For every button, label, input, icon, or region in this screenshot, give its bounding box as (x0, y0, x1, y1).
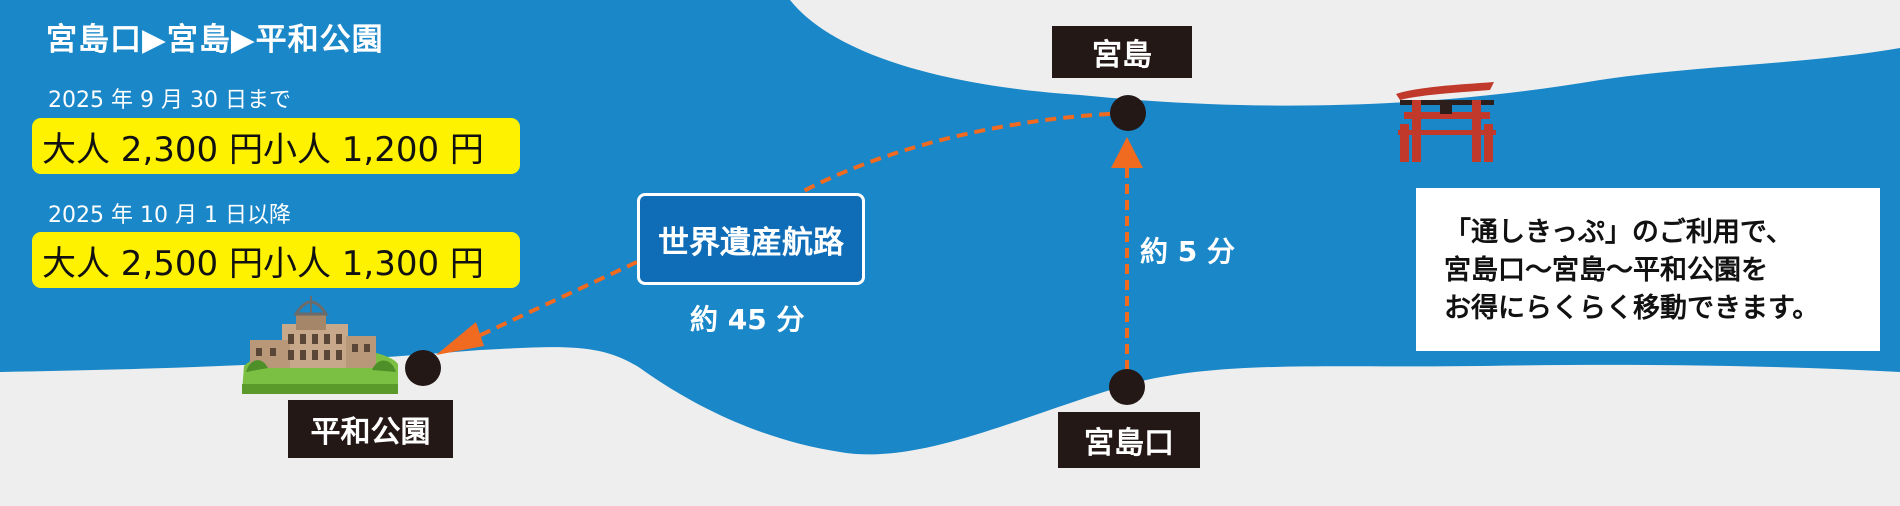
adult-fare-1: 大人 2,300 円 (42, 129, 263, 170)
child-fare-2: 小人 1,300 円 (262, 243, 484, 284)
miyajimaguchi-station-dot-icon (1109, 369, 1145, 405)
info-line-3: お得にらくらく移動できます。 (1444, 293, 1820, 324)
world-heritage-route-sign: 世界遺産航路 (637, 193, 865, 285)
peace-park-station-dot-icon (405, 350, 441, 386)
info-box: 「通しきっぷ」のご利用で、 宮島口〜宮島〜平和公園を お得にらくらく移動できます… (1416, 188, 1880, 351)
route-title: 宮島口▶宮島▶平和公園 (46, 22, 384, 58)
fare-box-2: 大人 2,500 円 小人 1,300 円 (32, 232, 520, 288)
info-line-2: 宮島口〜宮島〜平和公園を (1444, 255, 1768, 286)
arrow-head-icon (1111, 137, 1143, 168)
atomic-bomb-dome-icon (242, 296, 398, 394)
jr-ferry-duration: 約 5 分 (1140, 235, 1235, 268)
info-line-1: 「通しきっぷ」のご利用で、 (1444, 217, 1793, 248)
arrow-head-icon (436, 322, 484, 355)
adult-fare-2: 大人 2,500 円 (42, 243, 263, 284)
miyajima-label: 宮島 (1052, 26, 1192, 78)
child-fare-1: 小人 1,200 円 (262, 129, 484, 170)
ferry-route-line (799, 111, 1129, 195)
fare-box-1: 大人 2,300 円 小人 1,200 円 (32, 118, 520, 174)
miyajimaguchi-label: 宮島口 (1058, 412, 1200, 468)
fare-period-2: 2025 年 10 月 1 日以降 (48, 203, 291, 228)
ferry-duration: 約 45 分 (690, 303, 805, 336)
torii-gate-icon (1396, 82, 1496, 162)
miyajima-station-dot-icon (1110, 95, 1146, 131)
peace-park-label: 平和公園 (288, 400, 453, 458)
fare-period-1: 2025 年 9 月 30 日まで (48, 88, 291, 113)
ferry-route-line-lower (469, 260, 638, 342)
